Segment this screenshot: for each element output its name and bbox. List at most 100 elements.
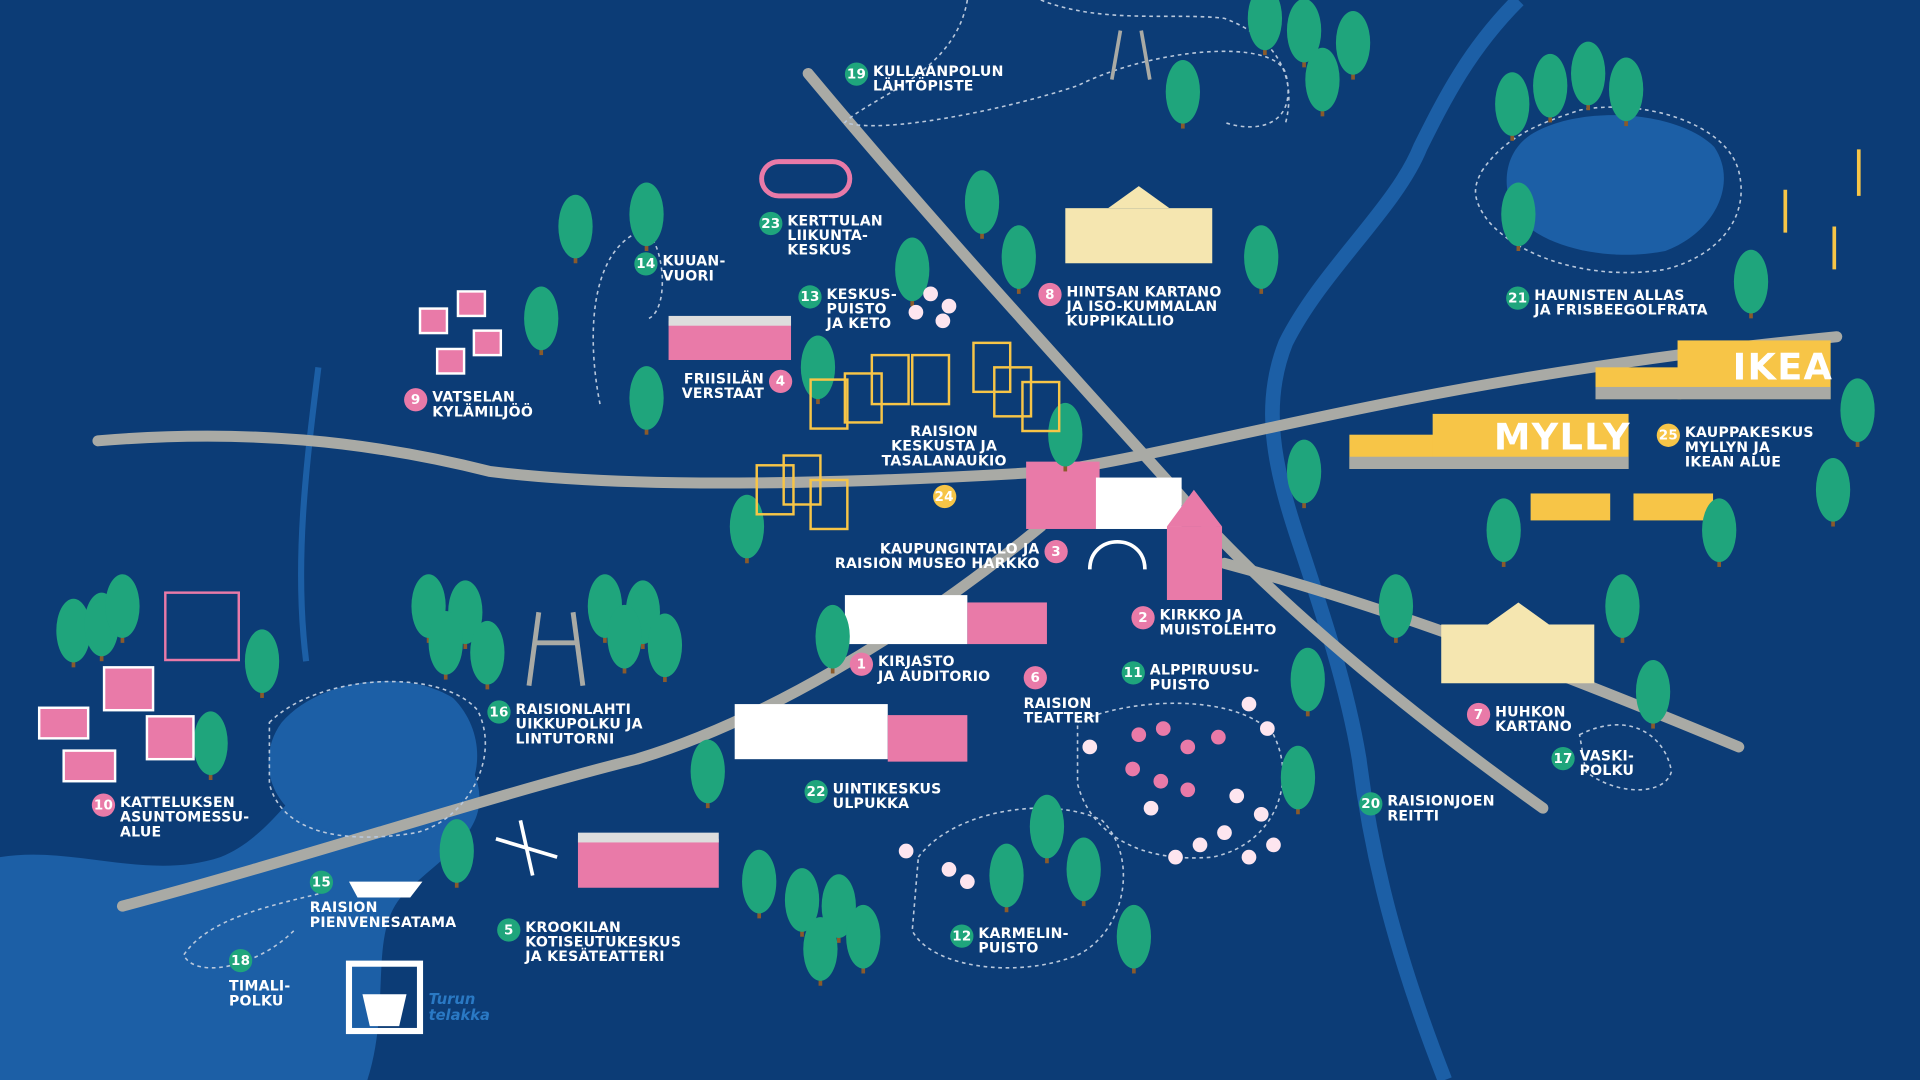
marker-label[interactable]: KIRKKO JA MUISTOLEHTO bbox=[1159, 606, 1277, 638]
apartment-building-icon bbox=[809, 378, 849, 430]
marker-label[interactable]: KERTTULAN LIIKUNTA- KESKUS bbox=[787, 211, 883, 259]
marker-number-badge[interactable]: 23 bbox=[759, 211, 783, 236]
blossom-icon bbox=[941, 298, 957, 314]
tree-icon bbox=[1066, 837, 1101, 907]
tree-icon bbox=[1635, 660, 1671, 729]
marker-number-badge[interactable]: 21 bbox=[1506, 286, 1530, 310]
marker-number-badge[interactable]: 22 bbox=[804, 780, 828, 804]
marker-label[interactable]: RAISION PIENVENESATAMA bbox=[309, 898, 457, 931]
marker-label[interactable]: KARMELIN- PUISTO bbox=[978, 924, 1069, 957]
tree-icon bbox=[1815, 457, 1851, 527]
tree-icon bbox=[1733, 249, 1769, 319]
blossom-icon bbox=[1082, 739, 1098, 755]
marker-label[interactable]: KUUAN- VUORI bbox=[662, 252, 726, 285]
marker-label[interactable]: KATTELUKSEN ASUNTOMESSU- ALUE bbox=[120, 793, 250, 841]
marker-label[interactable]: HUHKON KARTANO bbox=[1495, 702, 1573, 735]
trails bbox=[182, 0, 1742, 969]
marker-number-badge[interactable]: 5 bbox=[497, 918, 521, 942]
windmill bbox=[495, 820, 558, 876]
tree-icon bbox=[815, 604, 850, 674]
marker-number-badge[interactable]: 14 bbox=[634, 252, 658, 276]
apartment-building-icon bbox=[1021, 380, 1061, 433]
tree-icon bbox=[558, 194, 593, 264]
marker-label[interactable]: FRIISILÄN VERSTAAT bbox=[681, 369, 765, 402]
marker-number-badge[interactable]: 15 bbox=[309, 870, 334, 894]
marker-number-badge[interactable]: 19 bbox=[844, 62, 869, 86]
blossom-icon bbox=[1168, 849, 1183, 865]
marker-number-badge[interactable]: 9 bbox=[404, 388, 428, 412]
marker-label[interactable]: KROOKILAN KOTISEUTUKESKUS JA KESÄTEATTER… bbox=[525, 918, 682, 965]
marker-label[interactable]: VATSELAN KYLÄMILJÖÖ bbox=[432, 388, 534, 421]
apartment-building-icon bbox=[843, 372, 883, 424]
marker-number-badge[interactable]: 1 bbox=[849, 652, 874, 676]
marker-number-badge[interactable]: 20 bbox=[1359, 792, 1383, 816]
marker-number-badge[interactable]: 6 bbox=[1023, 666, 1047, 690]
marker-label[interactable]: TIMALI- POLKU bbox=[228, 977, 291, 1009]
houses bbox=[37, 290, 1061, 783]
marker-number-badge[interactable]: 2 bbox=[1131, 606, 1155, 630]
marker-label[interactable]: RAISIONJOEN REITTI bbox=[1387, 792, 1495, 825]
marker-number-badge[interactable]: 10 bbox=[91, 793, 116, 817]
marker-label[interactable]: KULLAANPOLUN LÄHTÖPISTE bbox=[873, 62, 1004, 95]
marker-number-badge[interactable]: 12 bbox=[950, 924, 974, 948]
marker-number-badge[interactable]: 16 bbox=[487, 700, 511, 724]
boat-icon bbox=[348, 881, 423, 898]
marker-number-badge[interactable]: 7 bbox=[1466, 702, 1491, 727]
marker-label[interactable]: RAISION TEATTERI bbox=[1023, 694, 1100, 727]
marker-label[interactable]: RAISION KESKUSTA JA TASALANAUKIO bbox=[881, 422, 1007, 469]
marker-number-badge[interactable]: 24 bbox=[932, 484, 956, 509]
raisionlahti-water bbox=[268, 680, 478, 836]
map-marker-24[interactable]: 24 RAISION KESKUSTA JA TASALANAUKIO bbox=[881, 422, 1007, 509]
marker-number-badge[interactable]: 8 bbox=[1038, 282, 1062, 307]
marker-label[interactable]: VASKI- POLKU bbox=[1579, 746, 1635, 779]
marker-number-badge[interactable]: 13 bbox=[798, 285, 822, 309]
marker-number-badge[interactable]: 11 bbox=[1121, 661, 1145, 685]
house-icon bbox=[164, 591, 241, 662]
marker-label[interactable]: ALPPIRUUSU- PUISTO bbox=[1149, 661, 1260, 694]
marker-label[interactable]: HAUNISTEN ALLAS JA FRISBEEGOLFRATA bbox=[1534, 286, 1708, 319]
marker-label[interactable]: KAUPUNGINTALO JA RAISION MUSEO HARKKO bbox=[834, 540, 1040, 572]
marker-label[interactable]: KIRJASTO JA AUDITORIO bbox=[877, 652, 991, 685]
marker-label[interactable]: UINTIKESKUS ULPUKKA bbox=[832, 780, 942, 812]
tree-icon bbox=[1702, 498, 1737, 567]
tree-icon bbox=[1840, 378, 1875, 447]
marker-label[interactable]: RAISIONLAHTI UIKKUPOLKU JA LINTUTORNI bbox=[515, 700, 643, 747]
marker-number-badge[interactable]: 25 bbox=[1656, 423, 1681, 447]
marker-label[interactable]: KAUPPAKESKUS MYLLYN JA IKEAN ALUE bbox=[1684, 423, 1814, 471]
ship-icon bbox=[345, 960, 424, 1035]
marker-label[interactable]: HINTSAN KARTANO JA ISO-KUMMALAN KUPPIKAL… bbox=[1066, 282, 1222, 330]
marker-number-badge[interactable]: 3 bbox=[1044, 540, 1068, 564]
blossom-icon bbox=[908, 304, 924, 320]
marker-number-badge[interactable]: 17 bbox=[1551, 746, 1575, 771]
arch-icon bbox=[1087, 540, 1147, 570]
marker-label[interactable]: KESKUS- PUISTO JA KETO bbox=[826, 285, 898, 332]
marker-number-badge[interactable]: 4 bbox=[768, 369, 793, 394]
marker-number-badge[interactable]: 18 bbox=[228, 948, 253, 973]
